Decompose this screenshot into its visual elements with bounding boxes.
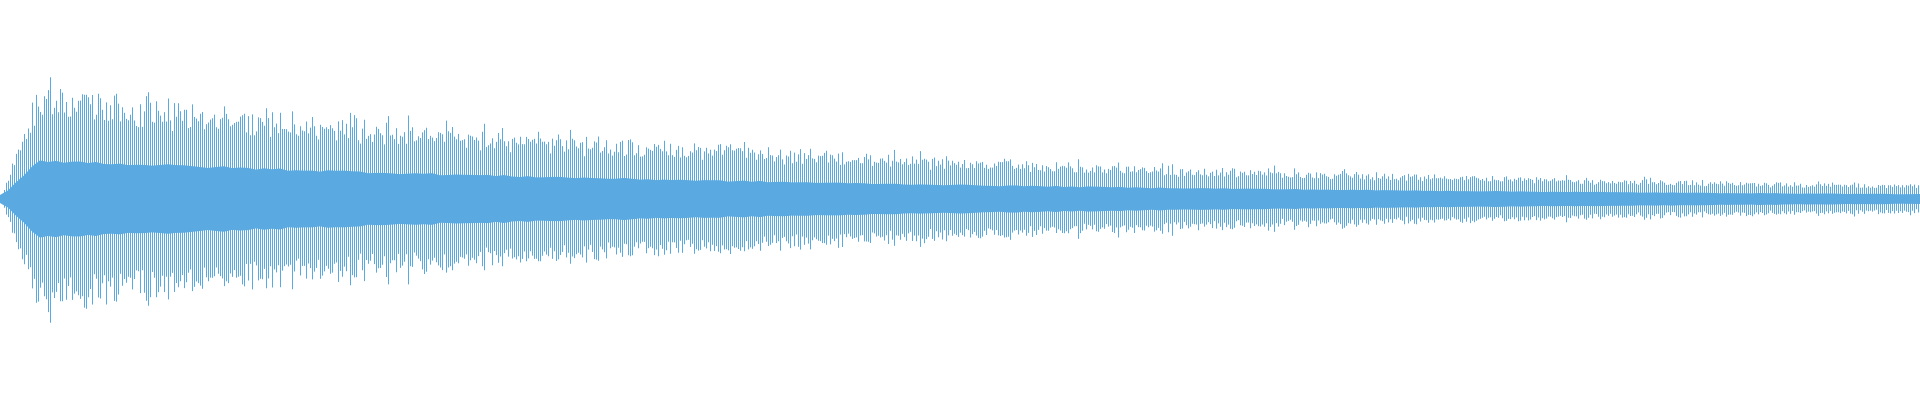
waveform-core-band: [0, 160, 1920, 238]
